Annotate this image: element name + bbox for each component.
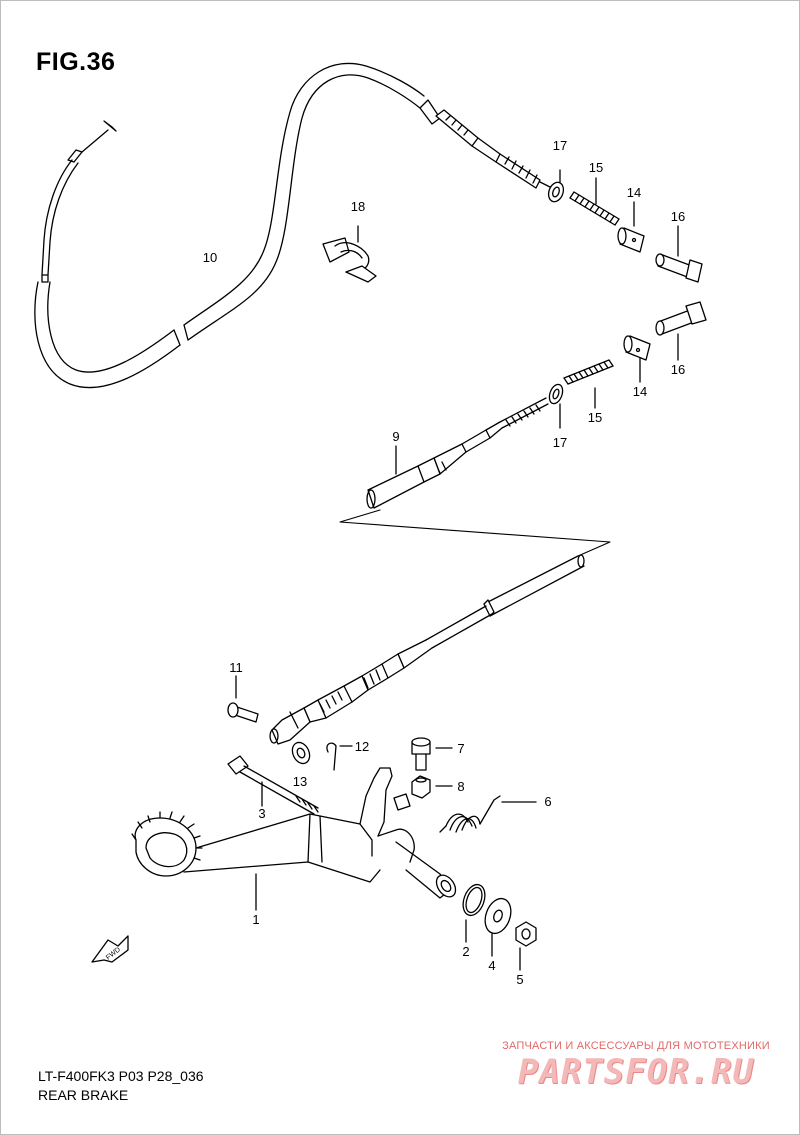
watermark-tagline: ЗАПЧАСТИ И АКСЕССУАРЫ ДЛЯ МОТОТЕХНИКИ <box>502 1040 770 1052</box>
callout-1: 1 <box>252 912 259 927</box>
callout-13: 13 <box>293 774 307 789</box>
callout-14-upper: 14 <box>627 185 641 200</box>
callout-16-lower: 16 <box>671 362 685 377</box>
figure-title: FIG.36 <box>36 48 116 76</box>
part-17-washer-lower <box>548 383 564 429</box>
callout-4: 4 <box>488 958 495 973</box>
part-6-spring <box>439 795 537 833</box>
callout-7: 7 <box>457 741 464 756</box>
callout-12: 12 <box>355 739 369 754</box>
part-12-cotter-pin <box>326 742 353 771</box>
part-17-washer-upper <box>547 169 565 203</box>
part-3-bolt <box>227 755 319 815</box>
callout-14-lower: 14 <box>633 384 647 399</box>
part-1-brake-pedal <box>131 767 457 911</box>
part-5-nut <box>515 921 537 971</box>
callout-11: 11 <box>229 660 243 675</box>
part-4-washer <box>484 897 512 957</box>
part-11-pin <box>227 675 259 723</box>
part-2-o-ring <box>462 883 486 943</box>
callout-17-upper: 17 <box>553 138 567 153</box>
fwd-arrow-icon <box>91 935 129 963</box>
part-14-joint-lower <box>623 335 651 383</box>
callout-17-lower: 17 <box>553 435 567 450</box>
part-8-nut <box>411 775 453 799</box>
callout-5: 5 <box>516 972 523 987</box>
callout-6: 6 <box>544 794 551 809</box>
part-13-washer <box>291 741 311 765</box>
callout-15-upper: 15 <box>589 160 603 175</box>
part-15-spring-lower <box>563 359 614 409</box>
part-7-bolt <box>411 737 453 771</box>
callout-18: 18 <box>351 199 365 214</box>
callout-15-lower: 15 <box>588 410 602 425</box>
part-10-cable <box>34 62 553 389</box>
watermark: ЗАПЧАСТИ И АКСЕССУАРЫ ДЛЯ МОТОТЕХНИКИ PA… <box>486 1040 786 1092</box>
watermark-brand: PARTSFOR.RU <box>517 1052 755 1092</box>
part-16-bolt-upper <box>655 225 703 283</box>
part-15-spring-upper <box>569 177 620 226</box>
callout-2: 2 <box>462 944 469 959</box>
part-16-bolt-lower <box>655 301 707 361</box>
callout-16-upper: 16 <box>671 209 685 224</box>
part-18-clamp <box>322 225 377 283</box>
diagram-code: LT-F400FK3 P03 P28_036 <box>38 1068 204 1084</box>
callout-10: 10 <box>203 250 217 265</box>
callout-3: 3 <box>258 806 265 821</box>
callout-9: 9 <box>392 429 399 444</box>
part-9-cable <box>269 397 611 745</box>
section-name: REAR BRAKE <box>38 1087 129 1103</box>
part-14-joint-upper <box>617 201 645 253</box>
callout-8: 8 <box>457 779 464 794</box>
